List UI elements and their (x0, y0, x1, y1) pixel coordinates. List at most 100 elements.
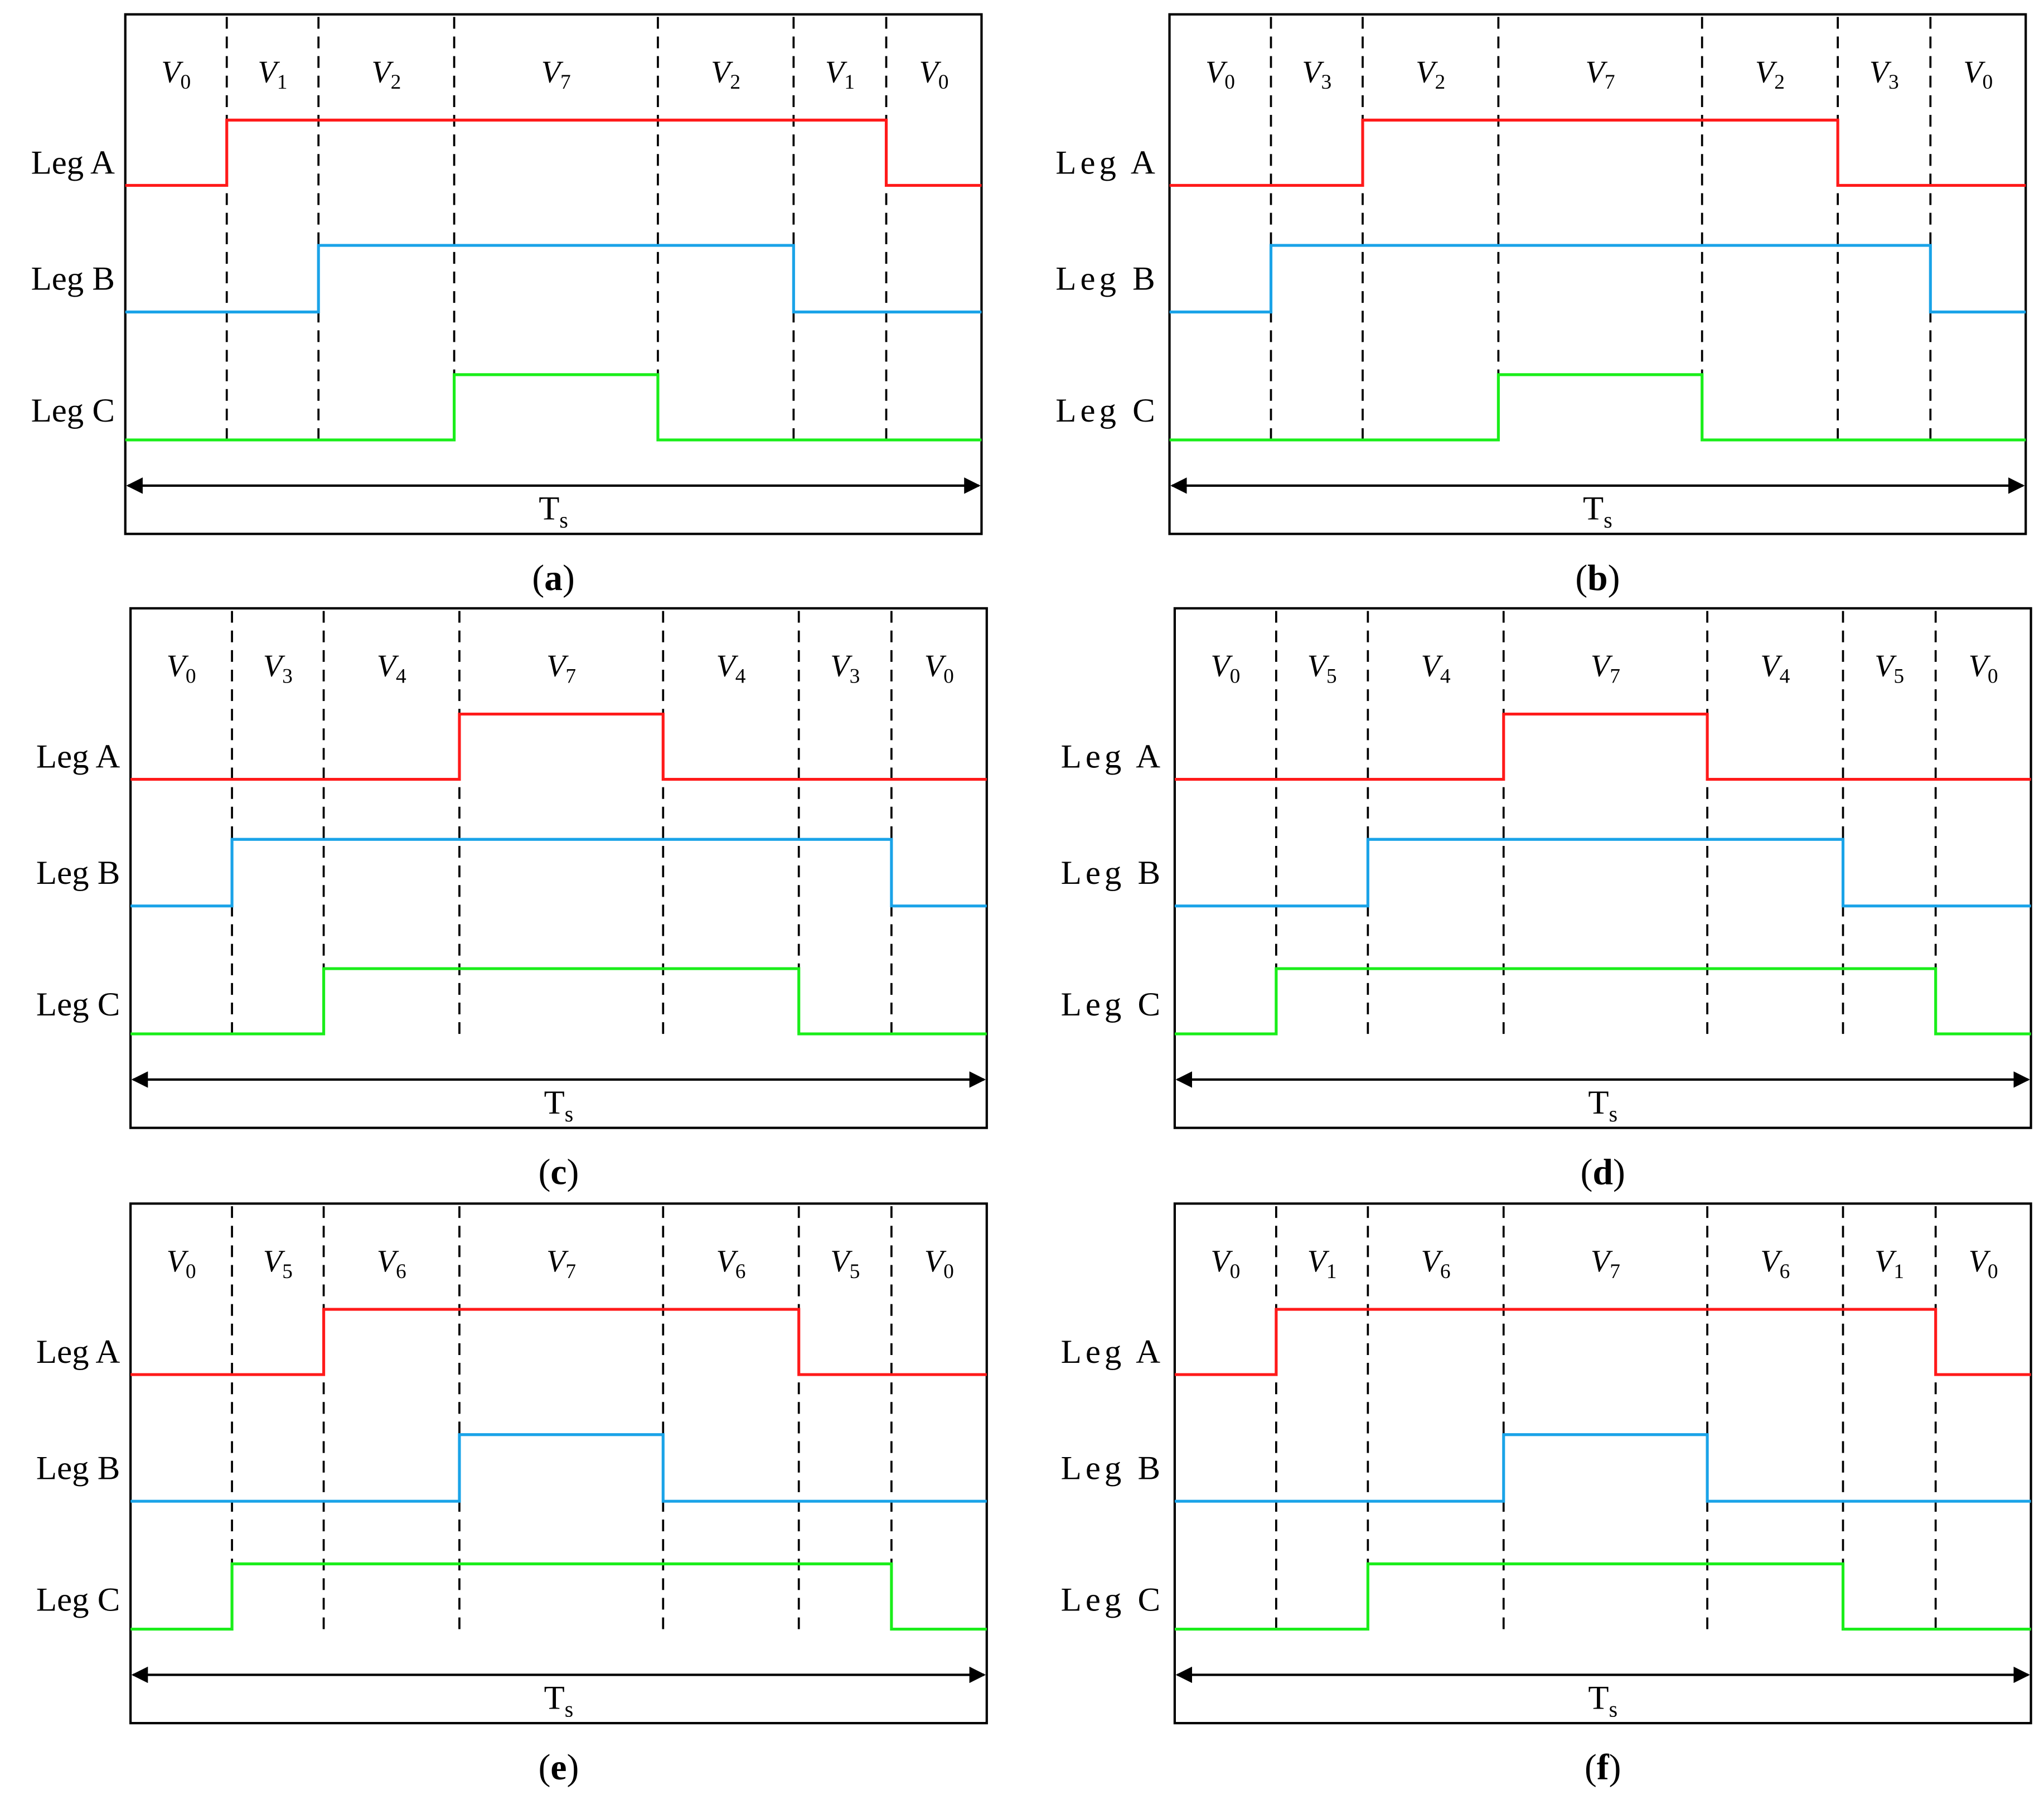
panel-caption: (f) (1585, 1748, 1621, 1788)
vector-label: V6 (1421, 1244, 1451, 1283)
period-label: Ts (1588, 1679, 1617, 1721)
waveform-leg-b (125, 244, 982, 314)
vector-label: V0 (1963, 55, 1993, 94)
vector-label: V1 (825, 55, 855, 94)
leg-label-leg-a: Leg A (31, 144, 115, 181)
leg-label-leg-c: Leg C (1055, 392, 1159, 429)
vector-label: V0 (1969, 1244, 1998, 1283)
period-label: Ts (544, 1679, 574, 1721)
vector-label: V6 (716, 1244, 745, 1283)
vector-label: V0 (167, 649, 196, 688)
leg-label-leg-c: Leg C (36, 986, 120, 1023)
vector-label: V7 (1591, 1244, 1620, 1283)
panel-frame (1173, 607, 2032, 1129)
vector-label: V7 (541, 55, 571, 94)
panel-caption: (e) (539, 1748, 579, 1788)
waveform-leg-c (1174, 967, 2031, 1036)
leg-label-leg-c: Leg C (31, 392, 115, 429)
vector-label: V3 (830, 649, 860, 688)
waveform-leg-a (125, 118, 982, 187)
panel-frame (1173, 1202, 2032, 1725)
vector-label: V7 (546, 1244, 576, 1283)
vector-label: V7 (1586, 55, 1615, 94)
panel-frame (129, 1202, 988, 1725)
leg-label-leg-b: Leg B (36, 854, 120, 892)
panel-caption: (c) (539, 1152, 579, 1192)
waveform-leg-c (1174, 1562, 2031, 1631)
leg-label-leg-c: Leg C (1061, 986, 1165, 1023)
leg-label-leg-c: Leg C (1061, 1581, 1165, 1619)
waveform-leg-c (130, 967, 987, 1036)
vector-label: V0 (161, 55, 191, 94)
vector-label: V2 (711, 55, 740, 94)
leg-label-leg-c: Leg C (36, 1581, 120, 1619)
vector-label: V0 (924, 1244, 954, 1283)
period-label: Ts (1583, 490, 1612, 533)
leg-label-leg-a: Leg A (36, 738, 120, 775)
vector-label: V0 (919, 55, 948, 94)
waveform-leg-a (1174, 1308, 2031, 1376)
period-label: Ts (1588, 1084, 1617, 1126)
waveform-leg-b (1174, 838, 2031, 908)
vector-label: V6 (1760, 1244, 1790, 1283)
panel-frame (129, 607, 988, 1129)
leg-label-leg-a: Leg A (1061, 738, 1165, 775)
leg-label-leg-a: Leg A (36, 1333, 120, 1371)
waveform-leg-b (130, 1433, 987, 1503)
vector-label: V7 (1591, 649, 1620, 688)
vector-label: V0 (1210, 1244, 1240, 1283)
waveform-leg-a (130, 712, 987, 781)
vector-label: V2 (1755, 55, 1785, 94)
vector-label: V4 (377, 649, 406, 688)
vector-label: V4 (716, 649, 745, 688)
vector-label: V5 (263, 1244, 293, 1283)
waveform-leg-b (1169, 244, 2026, 314)
waveform-leg-c (1169, 373, 2026, 442)
vector-label: V0 (1969, 649, 1998, 688)
vector-label: V2 (1416, 55, 1445, 94)
leg-label-leg-b: Leg B (36, 1449, 120, 1487)
vector-label: V6 (377, 1244, 406, 1283)
panel-frame (124, 13, 983, 535)
panel-caption: (b) (1575, 558, 1620, 598)
vector-label: V1 (258, 55, 287, 94)
vector-label: V0 (1210, 649, 1240, 688)
vector-label: V1 (1307, 1244, 1337, 1283)
waveform-leg-a (1174, 712, 2031, 781)
vector-label: V3 (1302, 55, 1331, 94)
vector-label: V0 (924, 649, 954, 688)
vector-label: V2 (371, 55, 401, 94)
waveform-leg-c (130, 1562, 987, 1631)
vector-label: V3 (1869, 55, 1899, 94)
waveform-leg-b (130, 838, 987, 908)
period-label: Ts (539, 490, 568, 533)
leg-label-leg-b: Leg B (1061, 854, 1165, 892)
waveform-leg-c (125, 373, 982, 442)
vector-label: V0 (167, 1244, 196, 1283)
vector-label: V4 (1421, 649, 1451, 688)
leg-label-leg-a: Leg A (1061, 1333, 1165, 1371)
vector-label: V5 (830, 1244, 860, 1283)
panel-caption: (d) (1581, 1152, 1625, 1192)
vector-label: V3 (263, 649, 293, 688)
leg-label-leg-a: Leg A (1055, 144, 1159, 181)
vector-label: V5 (1307, 649, 1337, 688)
waveform-leg-a (130, 1308, 987, 1376)
leg-label-leg-b: Leg B (31, 260, 115, 298)
leg-label-leg-b: Leg B (1061, 1449, 1165, 1487)
waveform-leg-b (1174, 1433, 2031, 1503)
period-label: Ts (544, 1084, 574, 1126)
panel-frame (1168, 13, 2027, 535)
leg-label-leg-b: Leg B (1055, 260, 1159, 298)
vector-label: V0 (1205, 55, 1235, 94)
vector-label: V4 (1760, 649, 1790, 688)
panel-caption: (a) (532, 558, 574, 598)
waveform-leg-a (1169, 118, 2026, 187)
vector-label: V1 (1875, 1244, 1904, 1283)
